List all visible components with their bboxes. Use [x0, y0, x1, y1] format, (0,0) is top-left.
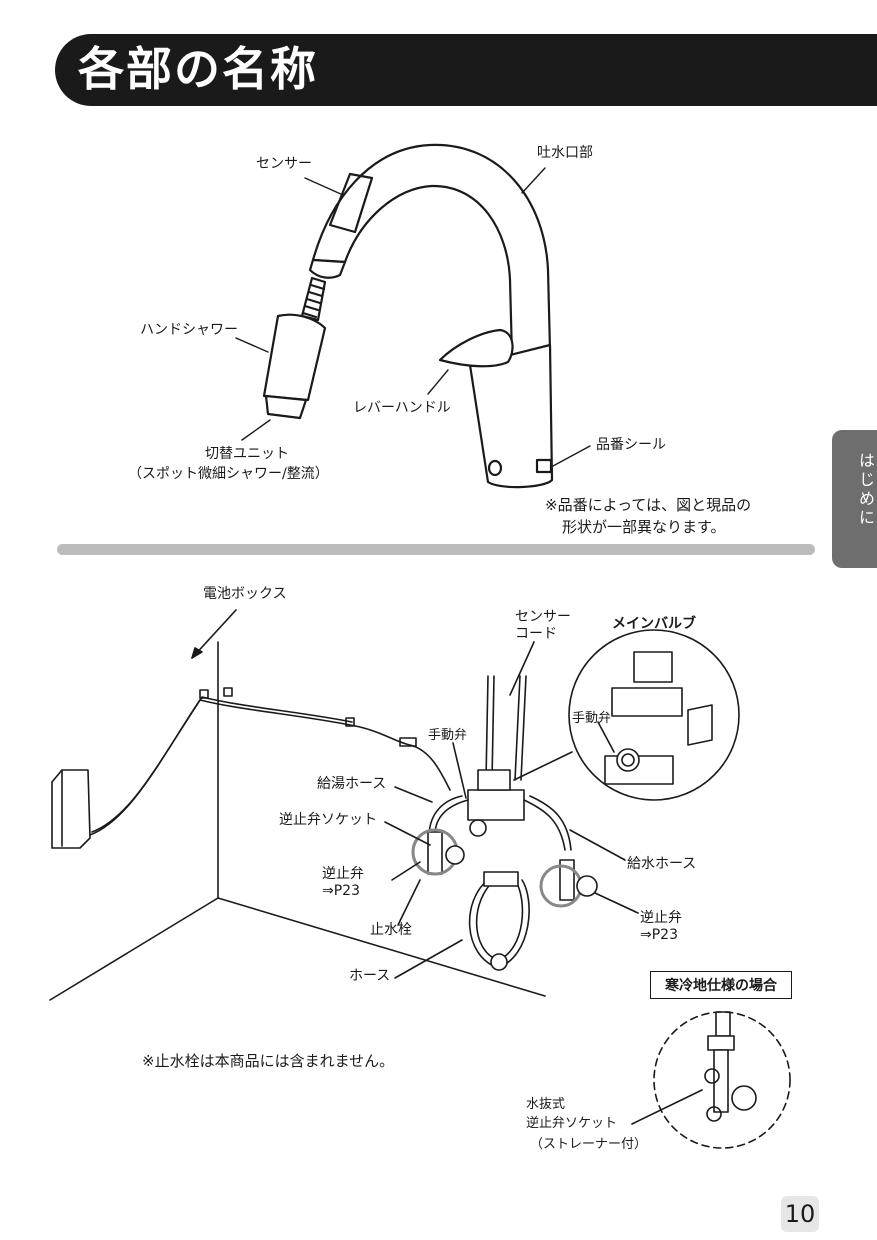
label-lever-handle: レバーハンドル: [353, 400, 451, 416]
label-manual-valve: 手動弁: [428, 728, 468, 743]
side-tab-label: はじめに: [856, 452, 875, 528]
faucet-note-line2: 形状が一部異なります。: [562, 518, 726, 536]
label-check-valve-left-2: ⇒P23: [322, 883, 360, 899]
label-cold-2: 逆止弁ソケット: [526, 1116, 618, 1131]
label-cold-3: （ストレーナー付）: [530, 1137, 648, 1152]
label-supply-hose: 給水ホース: [627, 856, 697, 872]
label-check-valve-right-2: ⇒P23: [640, 927, 678, 943]
label-main-valve: メインバルブ: [612, 616, 696, 632]
label-switch-unit-sub: （スポット微細シャワー/整流）: [128, 466, 329, 482]
title-bar: [55, 34, 877, 106]
label-manual-valve-inset: 手動弁: [572, 711, 612, 726]
label-stop-cock: 止水栓: [370, 922, 412, 938]
side-tab[interactable]: はじめに: [832, 430, 877, 568]
label-spout: 吐水口部: [537, 145, 593, 161]
cold-region-title: 寒冷地仕様の場合: [650, 971, 792, 999]
page-number: 10: [781, 1196, 819, 1232]
faucet-note-line1: ※品番によっては、図と現品の: [545, 496, 752, 514]
install-note: ※止水栓は本商品には含まれません。: [142, 1052, 395, 1070]
label-hot-hose: 給湯ホース: [317, 776, 387, 792]
label-sensor-cord-1: センサー: [515, 609, 571, 625]
label-sensor-cord-2: コード: [515, 626, 557, 642]
label-cold-1: 水抜式: [526, 1097, 566, 1112]
label-check-valve-right-1: 逆止弁: [640, 910, 682, 926]
label-hose: ホース: [349, 968, 391, 984]
label-part-no-seal: 品番シール: [596, 437, 666, 453]
page-title: 各部の名称: [78, 42, 318, 96]
label-check-socket: 逆止弁ソケット: [279, 812, 377, 828]
label-switch-unit: 切替ユニット: [205, 446, 289, 462]
faucet-illustration: [235, 143, 591, 489]
label-hand-shower: ハンドシャワー: [140, 322, 238, 338]
label-check-valve-left-1: 逆止弁: [322, 866, 364, 882]
section-divider: [57, 544, 815, 555]
label-sensor: センサー: [256, 156, 312, 172]
label-battery-box: 電池ボックス: [203, 586, 287, 602]
